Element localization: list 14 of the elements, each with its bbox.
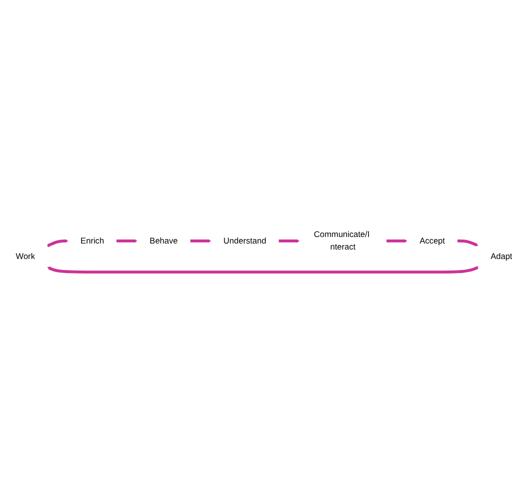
node-text: Communicate/I nteract (314, 230, 370, 252)
node-text: Adapt (490, 252, 512, 261)
arrow (47, 266, 479, 274)
arrow (278, 238, 300, 243)
arrow (46, 238, 68, 248)
node-text: Accept (420, 236, 445, 246)
node-text: Understand (223, 236, 266, 246)
node-text: Behave (150, 236, 178, 246)
arrow (116, 238, 138, 243)
arrow (190, 238, 212, 243)
node-text: Work (16, 252, 35, 261)
node-text: Enrich (80, 236, 104, 246)
arrow (386, 238, 408, 243)
arrow (457, 239, 478, 246)
